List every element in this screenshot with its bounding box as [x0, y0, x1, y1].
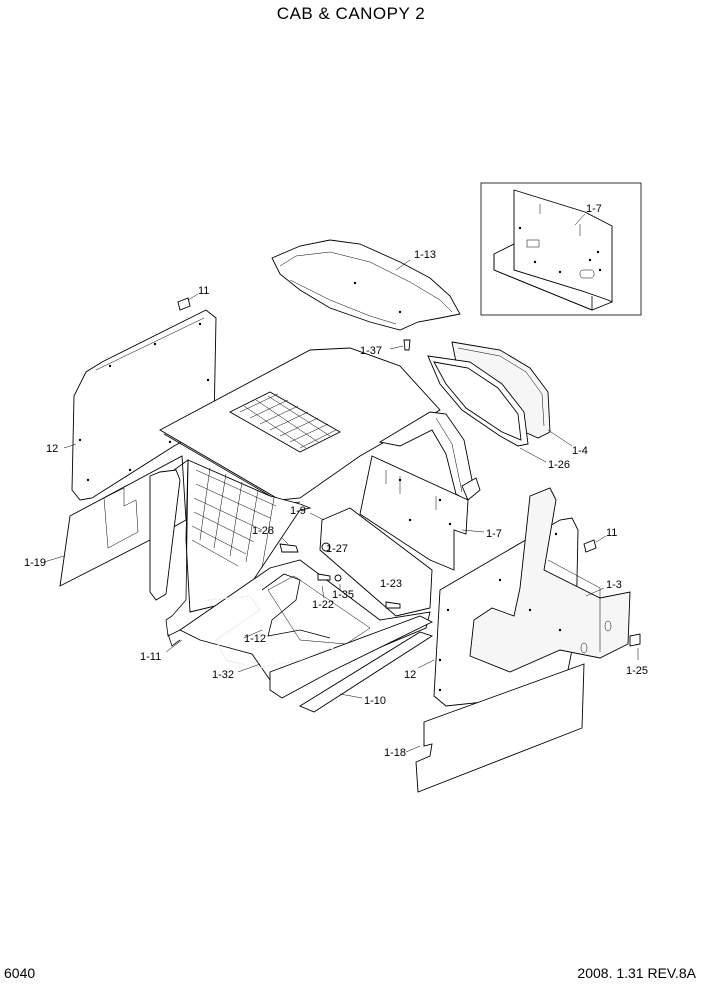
callout-1-28: 1-28 — [252, 525, 274, 537]
roof-vent-grid — [229, 391, 341, 453]
callout-1-37: 1-37 — [360, 345, 382, 357]
callout-11-top: 11 — [198, 285, 209, 297]
window-seal-1-26 — [427, 355, 547, 463]
washer-1-27 — [321, 542, 331, 552]
rear-mesh — [191, 467, 277, 569]
page-number: 6040 — [4, 965, 36, 981]
left-side-panel-12 — [63, 309, 217, 501]
bolt-1-22 — [317, 573, 331, 599]
inset-detail-box — [480, 182, 642, 316]
callout-1-9: 1-9 — [290, 505, 306, 517]
callout-1-22: 1-22 — [312, 599, 334, 611]
callout-1-7-inset: 1-7 — [586, 203, 602, 215]
callout-1-25: 1-25 — [626, 665, 648, 677]
callout-1-13: 1-13 — [414, 249, 436, 261]
bolt-11-right — [583, 535, 607, 553]
bolt-1-25 — [629, 633, 641, 660]
callout-1-12: 1-12 — [244, 633, 266, 645]
callout-12-right: 12 — [404, 669, 416, 681]
bolt-11-top — [177, 293, 199, 311]
bar-1-12 — [243, 573, 331, 639]
cab-frame — [149, 347, 485, 699]
callout-1-27: 1-27 — [326, 543, 348, 555]
callout-12-left: 12 — [46, 443, 58, 455]
callout-1-26: 1-26 — [548, 459, 570, 471]
callout-1-3: 1-3 — [606, 579, 622, 591]
nut-1-35 — [334, 574, 342, 590]
bolt-1-23 — [385, 601, 401, 609]
bracket-1-3 — [469, 487, 631, 673]
screw-1-37 — [389, 339, 411, 351]
revision-date: 2008. 1.31 REV.8A — [577, 965, 696, 981]
callout-1-19: 1-19 — [24, 557, 46, 569]
callout-1-7: 1-7 — [486, 528, 502, 540]
callout-1-10: 1-10 — [364, 695, 386, 707]
callout-1-18: 1-18 — [384, 747, 406, 759]
callout-1-32: 1-32 — [212, 669, 234, 681]
bolt-1-28 — [279, 537, 299, 553]
callout-1-11: 1-11 — [140, 651, 161, 663]
callout-1-35: 1-35 — [332, 589, 354, 601]
callout-11-right: 11 — [606, 527, 617, 539]
callout-1-4: 1-4 — [572, 445, 588, 457]
rail-1-11 — [165, 639, 183, 653]
page-title: CAB & CANOPY 2 — [276, 4, 426, 23]
lower-right-panel-1-18 — [405, 663, 585, 793]
callout-1-23: 1-23 — [380, 578, 402, 590]
handrail-1-32 — [205, 595, 345, 673]
roof-panel-1-13 — [271, 239, 461, 331]
side-strip-1-10 — [299, 631, 434, 713]
